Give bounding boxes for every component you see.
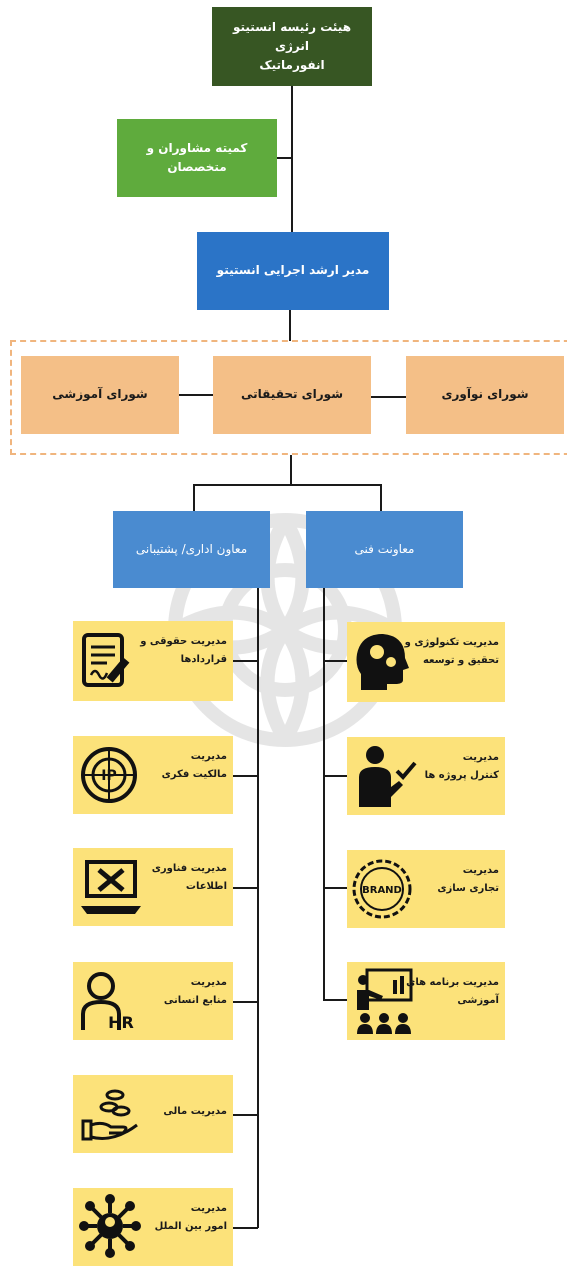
admin-branch xyxy=(233,1114,258,1116)
dept-label-line1: مدیریت برنامه های xyxy=(406,977,499,988)
ip-text: IP xyxy=(101,768,116,784)
board-of-trustees-box: هیئت رئیسه انستیتو انرژی انفورماتیک xyxy=(212,7,372,86)
connector-committee xyxy=(277,157,292,159)
dept-label-line1: مدیریت xyxy=(190,1203,227,1214)
tech-branch xyxy=(323,775,347,777)
councils-group-frame xyxy=(10,340,567,455)
legal-contracts-dept: مدیریت حقوقی و قراردادها xyxy=(73,621,233,701)
tech-branch xyxy=(323,660,347,662)
connector-root-down xyxy=(291,86,293,232)
manager-check-icon xyxy=(359,746,417,807)
admin-branch xyxy=(233,1227,258,1229)
tech-branch xyxy=(323,887,347,889)
committee-label: کمیته مشاوران و متخصصان xyxy=(146,140,248,174)
innovation-council-box: شورای نوآوری xyxy=(406,356,564,434)
connector-ceo-down xyxy=(289,310,291,341)
training-programs-dept: مدیریت برنامه های آموزشی xyxy=(347,962,505,1040)
dept-label-line2: منابع انسانی xyxy=(163,995,227,1006)
hand-coins-icon xyxy=(81,1089,138,1141)
tech-spine xyxy=(323,588,325,1000)
dept-label-line1: مدیریت xyxy=(462,865,499,876)
presentation-icon xyxy=(357,968,413,1034)
admin-branch xyxy=(233,1001,258,1003)
international-affairs-dept: مدیریت امور بین الملل xyxy=(73,1188,233,1266)
connector-to-admin xyxy=(193,484,195,512)
finance-dept: مدیریت مالی xyxy=(73,1075,233,1153)
advisory-committee-box: کمیته مشاوران و متخصصان xyxy=(117,119,277,197)
admin-deputy-box: معاون اداری/ پشتیبانی xyxy=(113,511,270,588)
technology-rnd-dept: مدیریت تکنولوژی و تحقیق و توسعه xyxy=(347,622,505,702)
technical-deputy-label: معاونت فنی xyxy=(354,541,415,556)
dept-label-line1: مدیریت xyxy=(462,752,499,763)
commercialization-dept: BRAND مدیریت تجاری سازی xyxy=(347,850,505,928)
dept-label-line2: امور بین الملل xyxy=(154,1221,227,1232)
contract-icon xyxy=(82,633,130,687)
connector-council-left xyxy=(179,394,213,396)
dept-label-line2: آموزشی xyxy=(457,995,499,1006)
ceo-label: مدیر ارشد اجرایی انستیتو xyxy=(216,263,370,278)
dept-label-line1: مدیریت مالی xyxy=(163,1106,227,1117)
education-council-label: شورای آموزشی xyxy=(52,387,148,402)
connector-deputies-bar xyxy=(193,484,381,486)
innovation-council-label: شورای نوآوری xyxy=(441,387,529,402)
connector-councils-down xyxy=(290,455,292,485)
brand-seal-icon: BRAND xyxy=(352,859,412,919)
it-dept: مدیریت فناوری اطلاعات xyxy=(73,848,233,926)
head-gears-icon xyxy=(356,634,409,690)
admin-deputy-label: معاون اداری/ پشتیبانی xyxy=(135,541,248,556)
human-resources-dept: HR مدیریت منابع انسانی xyxy=(73,962,233,1040)
tech-branch xyxy=(323,999,347,1001)
admin-spine xyxy=(257,588,259,1228)
connector-to-tech xyxy=(380,484,382,512)
admin-branch xyxy=(233,660,258,662)
research-council-label: شورای تحقیقاتی xyxy=(241,387,343,402)
dept-label-line2: تحقیق و توسعه xyxy=(422,655,499,666)
dept-label-line2: تجاری سازی xyxy=(437,883,499,894)
dept-label-line1: مدیریت xyxy=(190,751,227,762)
hr-person-icon: HR xyxy=(81,972,134,1032)
brand-text: BRAND xyxy=(362,885,402,896)
dept-label-line2: مالکیت فکری xyxy=(161,769,227,780)
ip-globe-icon: IP xyxy=(81,747,137,803)
ceo-box: مدیر ارشد اجرایی انستیتو xyxy=(197,232,389,310)
admin-branch xyxy=(233,887,258,889)
laptop-tools-icon xyxy=(81,860,141,914)
intellectual-property-dept: IP مدیریت مالکیت فکری xyxy=(73,736,233,814)
network-person-icon xyxy=(79,1194,141,1258)
dept-label-line2: کنترل پروژه ها xyxy=(424,770,499,781)
dept-label-line1: مدیریت xyxy=(190,977,227,988)
hr-text: HR xyxy=(108,1013,134,1032)
connector-council-right xyxy=(371,396,406,398)
root-line1: هیئت رئیسه انستیتو انرژی xyxy=(232,19,352,53)
education-council-box: شورای آموزشی xyxy=(21,356,179,434)
technical-deputy-box: معاونت فنی xyxy=(306,511,463,588)
research-council-box: شورای تحقیقاتی xyxy=(213,356,371,434)
dept-label-line1: مدیریت حقوقی و xyxy=(140,636,227,647)
project-control-dept: مدیریت کنترل پروژه ها xyxy=(347,737,505,815)
dept-label-line1: مدیریت تکنولوژی و xyxy=(404,637,499,648)
root-line2: انفورماتیک xyxy=(259,58,325,73)
dept-label-line2: قراردادها xyxy=(180,654,227,665)
dept-label-line1: مدیریت فناوری اطلاعات xyxy=(151,863,227,892)
admin-branch xyxy=(233,775,258,777)
